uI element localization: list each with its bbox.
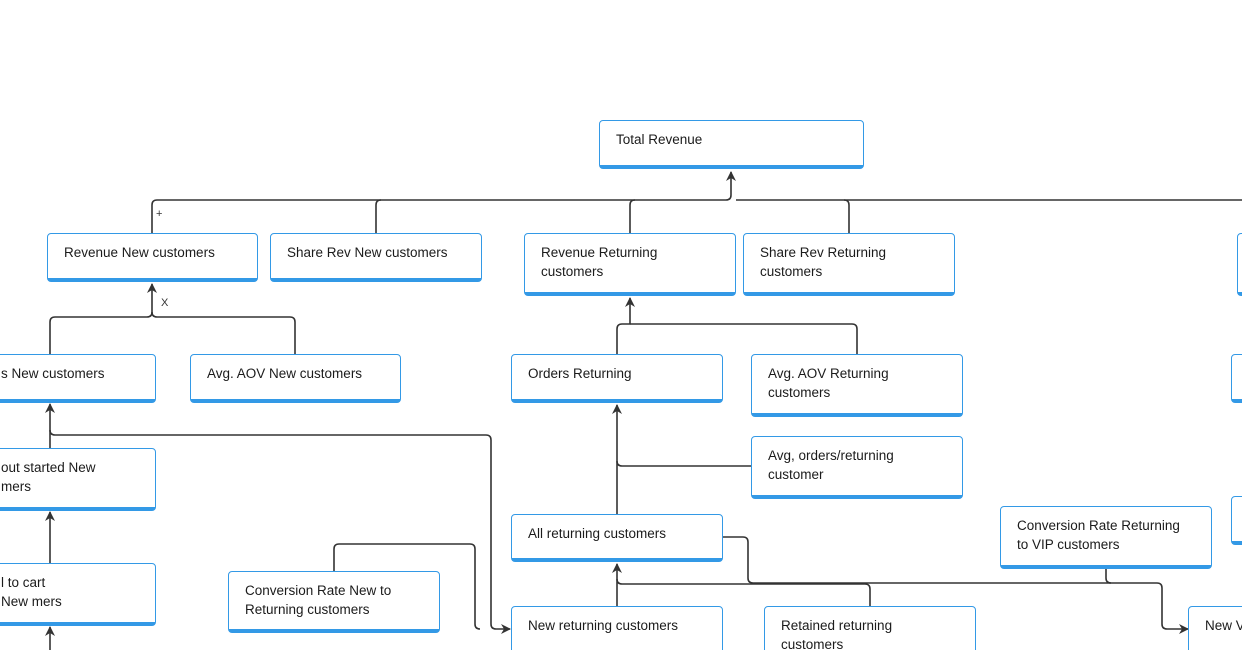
connector-all-to-vip: [722, 536, 1189, 634]
node-add-to-cart-new-customers[interactable]: l to cart New mers: [0, 563, 156, 626]
connector-revenue-returning-in: [616, 297, 635, 354]
node-avg-aov-new-customers[interactable]: Avg. AOV New customers: [190, 354, 401, 403]
node-conversion-rate-new-to-returning[interactable]: Conversion Rate New to Returning custome…: [228, 571, 440, 633]
node-revenue-new-customers[interactable]: Revenue New customers: [47, 233, 258, 282]
node-all-returning-customers[interactable]: All returning customers: [511, 514, 723, 562]
node-revenue-returning-customers[interactable]: Revenue Returning customers: [524, 233, 736, 296]
node-label: Avg, orders/returning customer: [768, 448, 894, 482]
node-orders-returning[interactable]: Orders Returning: [511, 354, 723, 403]
node-conversion-rate-returning-to-vip[interactable]: Conversion Rate Returning to VIP custome…: [1000, 506, 1212, 569]
node-label: New V: [1205, 618, 1242, 633]
node-share-rev-new-customers[interactable]: Share Rev New customers: [270, 233, 482, 282]
connector-conversion-vip: [1105, 567, 1112, 584]
node-avg-aov-returning-customers[interactable]: Avg. AOV Returning customers: [751, 354, 963, 417]
connector-revenue-new: [49, 283, 157, 354]
node-retained-returning-customers[interactable]: Retained returning customers: [764, 606, 976, 650]
connector-conversion-new-to-returning: [333, 543, 481, 630]
node-label: s New customers: [1, 366, 105, 381]
connector-revenue-returning: [629, 199, 636, 233]
node-new-vip-customers[interactable]: New V: [1188, 606, 1242, 650]
connector-new-to-new-returning: [49, 429, 511, 634]
node-label: Avg. AOV Returning customers: [768, 366, 889, 400]
node-checkout-started-new-customers[interactable]: out started New mers: [0, 448, 156, 511]
node-orders-new-customers[interactable]: s New customers: [0, 354, 156, 403]
node-new-returning-customers[interactable]: New returning customers: [511, 606, 723, 650]
node-far-right-mid-edge[interactable]: [1231, 354, 1242, 403]
node-label: Revenue New customers: [64, 245, 215, 260]
node-share-rev-returning-customers[interactable]: Share Rev Returning customers: [743, 233, 955, 296]
node-label: Total Revenue: [616, 132, 703, 147]
connector-share-rev-new: [375, 199, 382, 233]
node-avg-orders-per-returning-customer[interactable]: Avg, orders/returning customer: [751, 436, 963, 499]
node-total-revenue[interactable]: Total Revenue: [599, 120, 864, 169]
node-label: New returning customers: [528, 618, 679, 633]
node-label: Conversion Rate New to Returning custome…: [245, 583, 392, 617]
node-label: Conversion Rate Returning to VIP custome…: [1017, 518, 1180, 552]
sum-operator-label: +: [156, 208, 163, 220]
node-label: Share Rev New customers: [287, 245, 448, 260]
node-label: l to cart New mers: [1, 575, 62, 609]
node-far-right-lower-edge[interactable]: [1231, 496, 1242, 545]
node-label: Avg. AOV New customers: [207, 366, 363, 381]
connector-share-rev-returning: [843, 199, 850, 233]
connector-avg-aov-returning: [630, 323, 858, 354]
node-far-right-top-edge[interactable]: [1237, 233, 1242, 296]
connector-avg-orders-returning: [616, 460, 752, 467]
connector-avg-aov-new: [151, 311, 296, 354]
node-label: Orders Returning: [528, 366, 632, 381]
connector-retained-returning: [616, 578, 871, 606]
node-label: Revenue Returning customers: [541, 245, 658, 279]
node-label: All returning customers: [528, 526, 667, 541]
product-operator-label: X: [161, 297, 169, 309]
node-label: out started New mers: [1, 460, 96, 494]
connector-total-revenue: [151, 171, 736, 233]
node-label: Retained returning customers: [781, 618, 893, 650]
node-label: Share Rev Returning customers: [760, 245, 887, 279]
